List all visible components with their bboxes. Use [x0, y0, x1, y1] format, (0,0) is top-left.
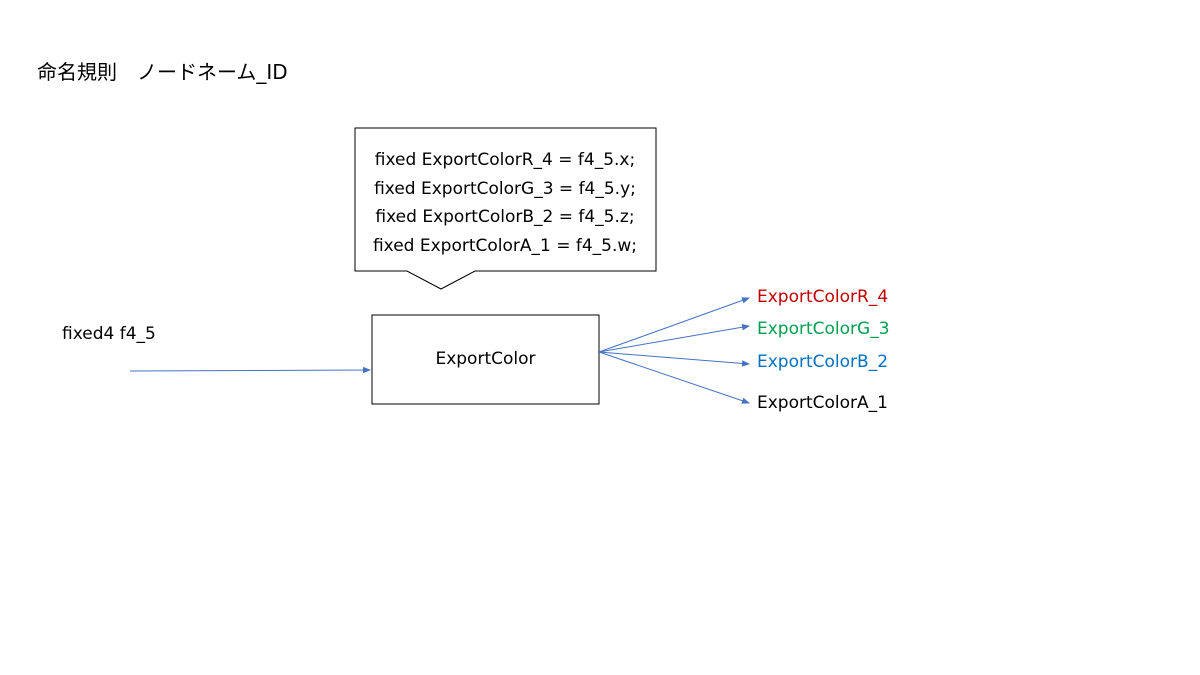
page-title: 命名規則 ノードネーム_ID [37, 60, 288, 84]
output-connector-g [598, 324, 750, 353]
export-color-node-box [371, 314, 600, 405]
callout-code: fixed ExportColorR_4 = f4_5.x; fixed Exp… [356, 146, 654, 260]
input-connector [129, 366, 371, 374]
output-label-b: ExportColorB_2 [757, 352, 889, 372]
callout-line-r: fixed ExportColorR_4 = f4_5.x; [374, 150, 636, 170]
callout-line-b: fixed ExportColorB_2 = f4_5.z; [375, 207, 635, 227]
input-label: fixed4 f4_5 [62, 324, 156, 344]
output-label-a: ExportColorA_1 [757, 393, 888, 413]
output-connector-a [598, 351, 750, 404]
output-label-g: ExportColorG_3 [757, 319, 890, 339]
export-color-node-label: ExportColor [435, 349, 536, 369]
callout-line-a: fixed ExportColorA_1 = f4_5.w; [372, 235, 638, 256]
output-connector-b [598, 351, 750, 367]
callout-bubble [354, 127, 657, 290]
output-connector-r [598, 297, 750, 353]
output-label-r: ExportColorR_4 [757, 287, 889, 307]
callout-line-g: fixed ExportColorG_3 = f4_5.y; [374, 178, 636, 199]
